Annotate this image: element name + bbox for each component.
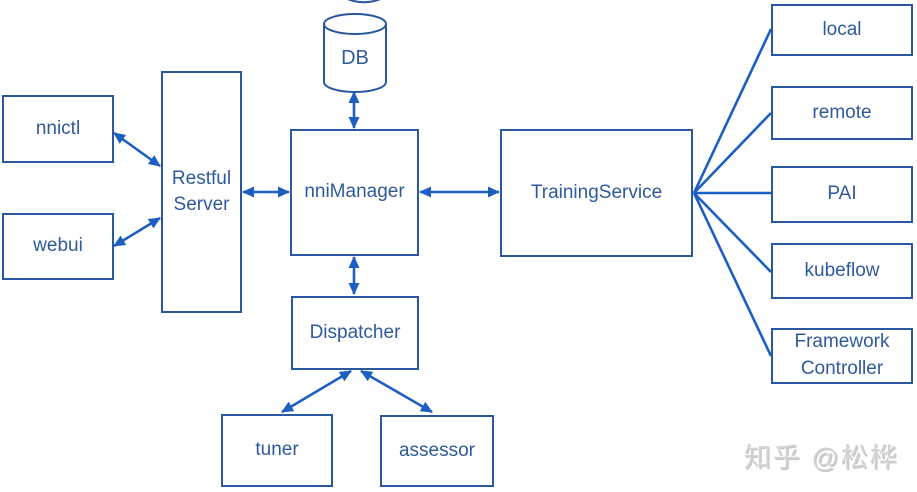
node-local-label: local <box>822 18 862 40</box>
edge-trainingservice-remote <box>693 112 772 194</box>
node-local: local <box>771 4 913 56</box>
node-restful-server-label: Restful Server <box>171 167 232 215</box>
node-nnimanager: nniManager <box>290 129 419 256</box>
node-tuner: tuner <box>221 414 333 487</box>
node-nnictl-label: nnictl <box>35 117 81 139</box>
cropped-shape-arc <box>347 0 381 4</box>
node-restful-server: Restful Server <box>161 71 242 313</box>
node-webui-label: webui <box>33 235 83 257</box>
node-remote-label: remote <box>812 101 872 123</box>
node-framework-controller-label: Framework Controller <box>794 331 890 379</box>
node-pai-label: PAI <box>827 183 857 205</box>
node-dispatcher-label: Dispatcher <box>309 321 401 343</box>
node-kubeflow-label: kubeflow <box>804 259 880 281</box>
edge-trainingservice-local <box>692 28 773 194</box>
node-remote: remote <box>771 86 913 140</box>
node-nnictl: nnictl <box>2 95 114 163</box>
node-webui: webui <box>2 213 114 280</box>
node-trainingservice-label: TrainingService <box>530 181 663 203</box>
node-framework-controller: Framework Controller <box>771 328 913 384</box>
edge-dispatcher-tuner <box>281 369 352 414</box>
edge-dispatcher-assessor <box>360 369 433 414</box>
node-assessor: assessor <box>380 415 494 487</box>
node-dispatcher: Dispatcher <box>291 296 419 370</box>
node-tuner-label: tuner <box>255 439 299 461</box>
node-db-label: DB <box>341 47 369 69</box>
db-cylinder <box>323 13 387 93</box>
node-pai: PAI <box>771 166 913 223</box>
edge-webui-restful <box>113 216 161 248</box>
edge-nnictl-restful <box>113 131 161 168</box>
node-trainingservice: TrainingService <box>500 129 693 257</box>
watermark: 知乎 @松桦 <box>744 443 899 473</box>
edge-trainingservice-kubeflow <box>693 192 772 273</box>
edge-trainingservice-frameworkcontroller <box>692 192 773 357</box>
node-nnimanager-label: nniManager <box>304 181 405 203</box>
node-assessor-label: assessor <box>398 439 476 461</box>
node-kubeflow: kubeflow <box>771 243 913 299</box>
